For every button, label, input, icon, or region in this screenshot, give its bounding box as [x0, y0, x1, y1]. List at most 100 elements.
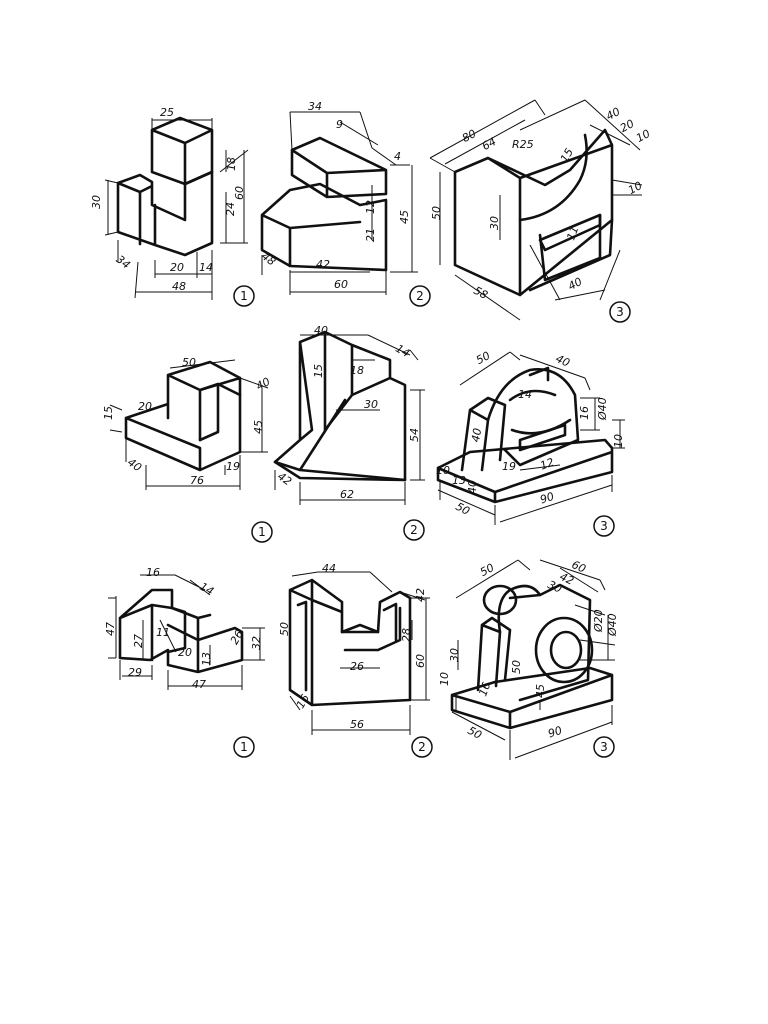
dim-90: 90	[546, 724, 563, 741]
figure-label-circle	[411, 736, 433, 758]
dim-10: 10	[612, 434, 625, 448]
dim-phi40: Ø40	[596, 397, 609, 421]
dim-42: 42	[414, 588, 427, 602]
dim-50: 50	[278, 622, 291, 636]
dim-29: 29	[128, 666, 142, 679]
dim-15: 15	[558, 146, 576, 165]
dim-40b: 40	[566, 275, 584, 293]
dim-40: 40	[254, 375, 272, 393]
dim-20: 20	[618, 117, 636, 135]
dim-80: 80	[460, 127, 478, 145]
figure-label: 3	[600, 519, 608, 533]
dim-30: 30	[546, 578, 564, 596]
dim-47b: 47	[192, 678, 206, 691]
dim-64: 64	[480, 135, 498, 153]
dim-34: 34	[308, 100, 322, 113]
dim-20: 20	[138, 400, 152, 413]
dim-11: 11	[564, 224, 581, 242]
dim-45: 45	[252, 420, 265, 434]
dim-30: 30	[364, 398, 378, 411]
dim-21: 21	[364, 228, 377, 242]
figure-label: 1	[240, 289, 248, 303]
dim-50b: 50	[510, 660, 523, 674]
dim-50: 50	[474, 349, 492, 367]
figure-label-circle	[233, 736, 255, 758]
fig-1-2: 34 9 4 12 21 45 48 42 60 2	[259, 100, 431, 307]
dim-16: 16	[476, 680, 493, 698]
dim-26: 26	[228, 628, 246, 647]
fig-3-3: 50 60 42 30 Ø20 Ø40 30 10 16 50 45 50 90…	[438, 558, 619, 760]
dim-16: 16	[294, 692, 312, 711]
dim-40c: 40	[466, 480, 479, 494]
dim-40: 40	[554, 352, 572, 370]
dim-44: 44	[322, 562, 336, 575]
dim-30: 30	[488, 216, 501, 230]
dim-90: 90	[538, 490, 555, 507]
dim-19: 19	[226, 460, 240, 473]
figure-label: 2	[418, 740, 426, 754]
dim-40: 40	[314, 324, 328, 337]
dim-42: 42	[558, 570, 576, 588]
dim-60: 60	[334, 278, 348, 291]
dim-16: 16	[146, 566, 160, 579]
figure-label: 3	[600, 740, 608, 754]
dim-30: 30	[90, 195, 103, 209]
dim-54: 54	[408, 428, 421, 442]
dim-50c: 50	[465, 724, 483, 742]
dim-30b: 30	[448, 648, 461, 662]
dim-47: 47	[104, 622, 117, 636]
dim-14: 14	[518, 388, 532, 401]
dim-24: 24	[224, 202, 237, 216]
dim-50b: 50	[453, 500, 471, 518]
dim-10: 10	[634, 127, 652, 145]
dim-60: 60	[233, 186, 246, 200]
figure-label-circle	[409, 285, 431, 307]
dim-50: 50	[430, 206, 443, 220]
dim-42: 42	[316, 258, 330, 271]
dim-18: 18	[350, 364, 364, 377]
figure-label: 3	[616, 305, 624, 319]
fig-2-1: 50 40 15 20 45 40 19 76 1	[102, 356, 273, 543]
dim-14: 14	[393, 342, 412, 360]
dim-15: 15	[312, 364, 325, 378]
dim-18: 18	[225, 157, 238, 171]
fig-3-1: 16 14 47 27 11 20 26 32 13 29 47 1	[104, 566, 265, 758]
fig-3-2: 44 42 50 28 60 26 16 56 2	[278, 562, 433, 758]
fig-2-2: 40 14 15 18 30 54 42 62 2	[273, 324, 425, 541]
dim-12: 12	[364, 200, 377, 214]
dim-14: 14	[199, 261, 213, 274]
figure-label: 1	[240, 740, 248, 754]
dim-16: 16	[578, 406, 591, 420]
dim-10: 10	[438, 672, 451, 686]
dim-4: 4	[394, 150, 401, 163]
figure-label: 2	[410, 523, 418, 537]
figure-label: 1	[258, 525, 266, 539]
dim-50: 50	[182, 356, 196, 369]
figure-label-circle	[593, 515, 615, 537]
dim-60: 60	[414, 654, 427, 668]
dim-25: 25	[160, 106, 174, 119]
dim-26: 26	[350, 660, 364, 673]
fig-1-3: 80 64 R25 40 20 10 15 10 50 30 11 58 40 …	[429, 99, 652, 323]
figure-label: 2	[416, 289, 424, 303]
dim-15: 15	[102, 406, 115, 420]
dim-50: 50	[478, 561, 496, 579]
dim-58: 58	[471, 284, 489, 302]
dim-76: 76	[190, 474, 204, 487]
dim-13: 13	[452, 474, 466, 487]
dim-R25: R25	[512, 138, 534, 151]
dim-9: 9	[336, 118, 343, 131]
dim-40b: 40	[469, 427, 484, 443]
dim-45: 45	[398, 210, 411, 224]
dim-20: 20	[170, 261, 184, 274]
dim-13: 13	[200, 652, 213, 666]
dim-phi20: Ø20	[592, 609, 605, 633]
dim-32: 32	[250, 636, 263, 650]
dim-12: 12	[538, 456, 556, 473]
figure-label-circle	[609, 301, 631, 323]
figure-label-circle	[403, 519, 425, 541]
figure-label-circle	[233, 285, 255, 307]
dim-45: 45	[534, 684, 547, 698]
